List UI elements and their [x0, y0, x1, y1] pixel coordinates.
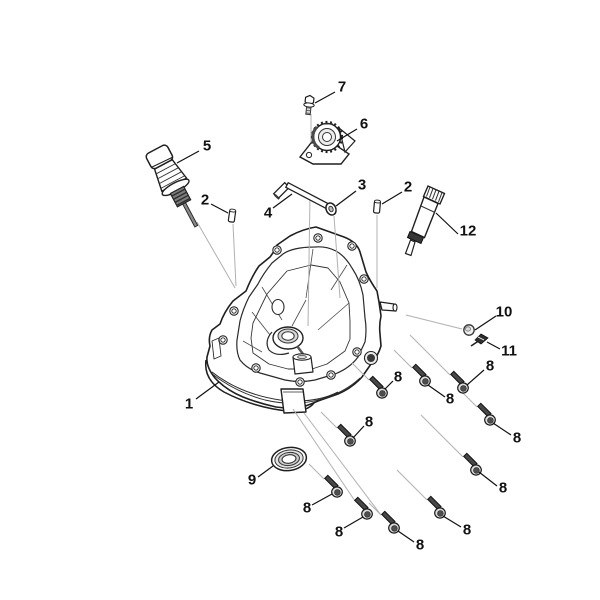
screw	[427, 495, 446, 519]
retaining-clip	[470, 333, 489, 347]
assembly-guide-lines	[196, 114, 478, 516]
callout-leader-lines	[176, 91, 512, 543]
callout-8-g[interactable]: 8	[302, 499, 312, 517]
callout-8-i[interactable]: 8	[415, 536, 425, 554]
dowel-pin-left	[227, 208, 237, 223]
flange-screws	[324, 363, 496, 534]
screw	[412, 363, 431, 387]
callout-7[interactable]: 7	[337, 78, 347, 96]
callout-8-c[interactable]: 8	[485, 357, 495, 375]
pump-mounting-bolt	[303, 94, 315, 116]
callout-2-left[interactable]: 2	[200, 191, 210, 209]
callout-10[interactable]: 10	[495, 303, 513, 321]
screw	[477, 402, 496, 426]
callout-2-right[interactable]: 2	[403, 178, 413, 196]
oil-seal-ring	[270, 446, 308, 472]
plug-cap	[463, 324, 475, 336]
callout-8-d[interactable]: 8	[512, 429, 522, 447]
callout-8-j[interactable]: 8	[462, 521, 472, 539]
oil-dipstick	[145, 144, 199, 228]
screw	[381, 510, 400, 534]
callout-1[interactable]: 1	[184, 395, 194, 413]
oil-pump	[298, 120, 356, 165]
crankcase-oil-pan	[204, 226, 398, 414]
sealing-washer	[325, 202, 337, 216]
dowel-pin-right	[373, 199, 381, 214]
callout-8-h[interactable]: 8	[334, 523, 344, 541]
callout-11[interactable]: 11	[501, 342, 517, 360]
callout-4[interactable]: 4	[263, 204, 273, 222]
callout-8-b[interactable]: 8	[445, 390, 455, 408]
callout-3[interactable]: 3	[357, 176, 367, 194]
callout-8-f[interactable]: 8	[498, 479, 508, 497]
bent-rod	[272, 181, 330, 210]
screw	[463, 452, 482, 476]
callout-5[interactable]: 5	[202, 137, 212, 155]
callout-9[interactable]: 9	[247, 471, 257, 489]
callout-12[interactable]: 12	[459, 222, 477, 240]
screw	[337, 423, 356, 447]
callout-6[interactable]: 6	[359, 115, 369, 133]
screw	[369, 375, 388, 399]
sealant-tube	[404, 185, 446, 257]
callout-8-a[interactable]: 8	[393, 368, 403, 386]
callout-8-e[interactable]: 8	[364, 413, 374, 431]
